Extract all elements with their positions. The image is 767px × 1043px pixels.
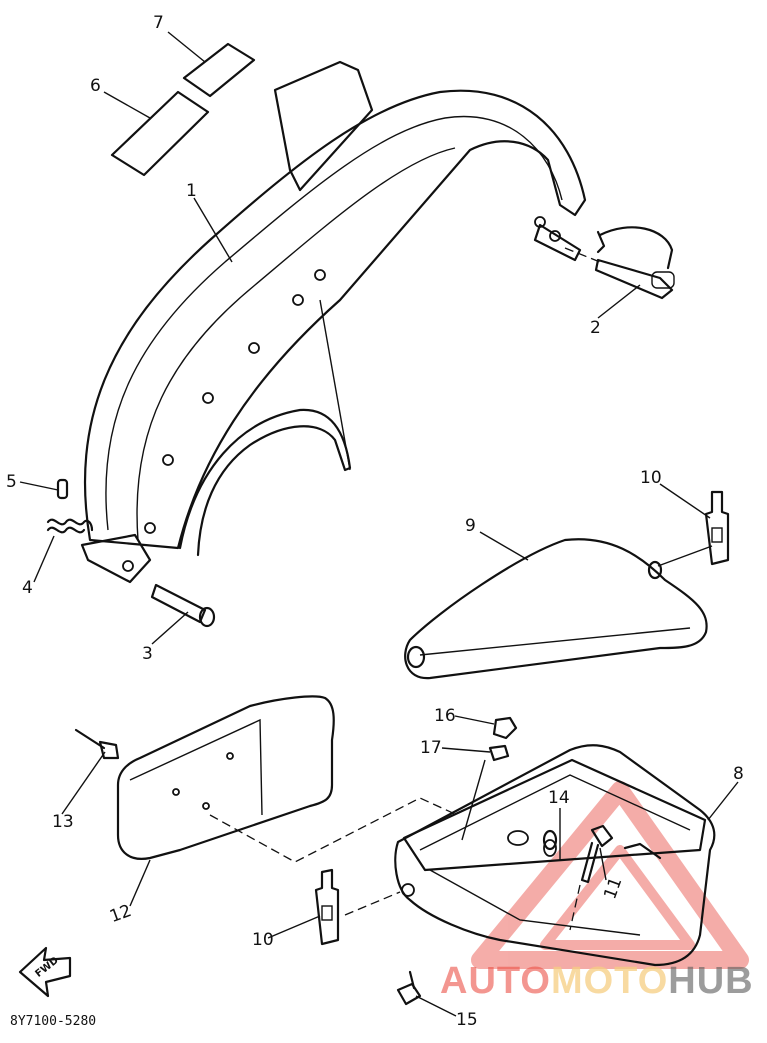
watermark-part-a: AUTO bbox=[440, 960, 551, 1002]
callout-9: 9 bbox=[465, 516, 476, 536]
callout-4: 4 bbox=[22, 578, 33, 598]
bolt-3 bbox=[150, 583, 216, 628]
clip-2 bbox=[594, 226, 675, 300]
fwd-arrow-icon bbox=[18, 946, 72, 998]
callout-10-top: 10 bbox=[640, 468, 662, 488]
callout-2: 2 bbox=[590, 318, 601, 338]
callout-1: 1 bbox=[186, 181, 197, 201]
watermark-part-b: MOTO bbox=[550, 960, 669, 1002]
drawing-code: 8Y7100-5280 bbox=[10, 1014, 97, 1029]
watermark-text: AUTOMOTOHUB bbox=[440, 960, 754, 1003]
callout-17: 17 bbox=[420, 738, 442, 758]
washer-14 bbox=[542, 829, 558, 851]
clip-10-bottom bbox=[314, 868, 340, 946]
callout-3: 3 bbox=[142, 644, 153, 664]
assembly-line-cover bbox=[209, 797, 456, 863]
callout-16: 16 bbox=[434, 706, 456, 726]
callout-13: 13 bbox=[52, 812, 74, 832]
side-cover-9 bbox=[404, 538, 708, 680]
assembly-line-clip2 bbox=[564, 247, 601, 263]
cover-plate-12 bbox=[116, 695, 335, 860]
screw-13 bbox=[74, 728, 120, 760]
assembly-line-clip10b bbox=[344, 891, 401, 916]
leader-lines bbox=[19, 31, 739, 1017]
pin-5 bbox=[56, 478, 69, 500]
decal-6 bbox=[110, 90, 210, 177]
bolt-15 bbox=[396, 970, 422, 1006]
callout-5: 5 bbox=[6, 472, 17, 492]
bolt-11 bbox=[580, 824, 614, 884]
clip-10-top bbox=[704, 490, 730, 566]
assembly-line-bolt11 bbox=[569, 884, 581, 931]
callout-14: 14 bbox=[548, 788, 570, 808]
nut-16 bbox=[492, 716, 518, 740]
battery-box-8 bbox=[394, 744, 716, 967]
grommet-17 bbox=[488, 744, 510, 762]
watermark-logo-icon bbox=[471, 781, 749, 969]
spring-4 bbox=[46, 518, 94, 534]
callout-7: 7 bbox=[153, 13, 164, 33]
rear-fender bbox=[80, 60, 587, 584]
decal-7 bbox=[182, 42, 256, 98]
callout-6: 6 bbox=[90, 76, 101, 96]
callout-10-bottom: 10 bbox=[252, 930, 274, 950]
callout-15: 15 bbox=[456, 1010, 478, 1030]
callout-8: 8 bbox=[733, 764, 744, 784]
watermark-part-c: HUB bbox=[668, 960, 754, 1002]
